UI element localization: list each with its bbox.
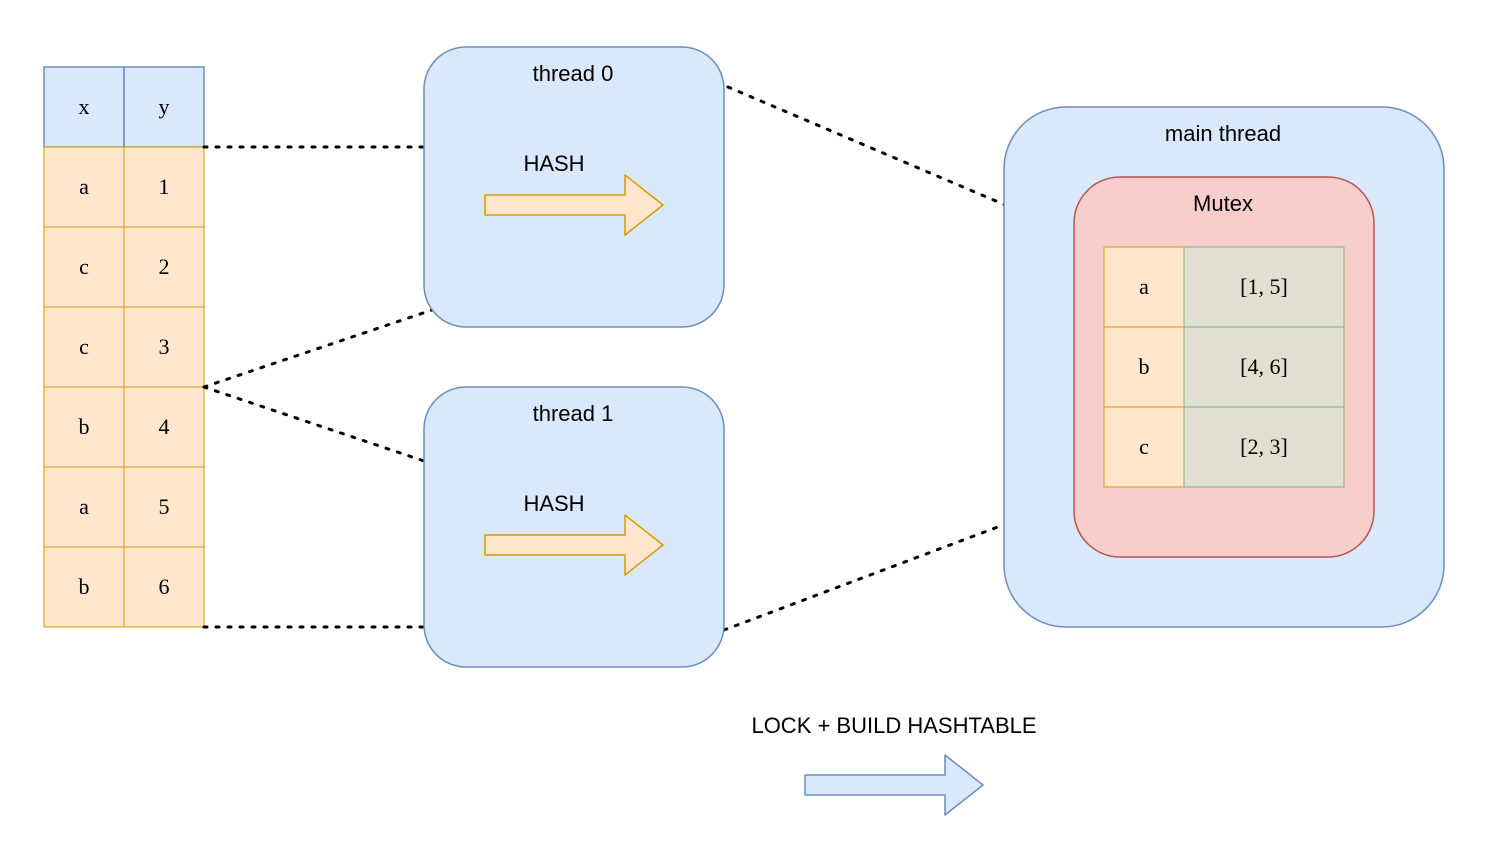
header-cell-y xyxy=(123,66,205,148)
hashtable-value: [4, 6] xyxy=(1240,354,1288,379)
row-x-value: c xyxy=(79,254,89,279)
connector-table-to-thread1-top xyxy=(202,385,438,467)
row-cell xyxy=(123,226,205,308)
row-x-value: a xyxy=(79,174,89,199)
row-cell xyxy=(43,146,125,228)
row-cell xyxy=(43,546,125,628)
hashtable-value: [2, 3] xyxy=(1240,434,1288,459)
row-cell xyxy=(123,466,205,548)
row-cell xyxy=(123,386,205,468)
hashtable-value-cell xyxy=(1183,406,1345,488)
main-thread-box: main thread Mutex a [1, 5] b [4, 6] c [2… xyxy=(1003,106,1445,628)
row-x-value: c xyxy=(79,334,89,359)
row-cell xyxy=(123,546,205,628)
row-cell xyxy=(123,306,205,388)
row-x-value: b xyxy=(79,574,90,599)
thread-0-action: HASH xyxy=(523,151,584,176)
thread-1-title: thread 1 xyxy=(533,401,614,426)
connector-thread0-to-hashtable xyxy=(726,85,1106,249)
hashtable-key: b xyxy=(1139,354,1150,379)
thread-1-box: thread 1 HASH xyxy=(423,386,725,668)
row-y-value: 1 xyxy=(159,174,170,199)
hashtable-key: c xyxy=(1139,434,1149,459)
row-cell xyxy=(43,226,125,308)
thread-1-container xyxy=(423,386,725,668)
header-y-label: y xyxy=(159,94,170,119)
thread-1-action: HASH xyxy=(523,491,584,516)
header-cell-x xyxy=(43,66,125,148)
arrow-right-icon xyxy=(484,514,664,576)
hashtable: a [1, 5] b [4, 6] c [2, 3] xyxy=(1103,246,1345,488)
row-y-value: 3 xyxy=(159,334,170,359)
hashtable-key-cell xyxy=(1103,246,1185,328)
main-thread-title: main thread xyxy=(1165,121,1281,146)
row-x-value: b xyxy=(79,414,90,439)
thread-0-container xyxy=(423,46,725,328)
row-y-value: 2 xyxy=(159,254,170,279)
hashtable-key-cell xyxy=(1103,406,1185,488)
hashtable-key-cell xyxy=(1103,326,1185,408)
header-x-label: x xyxy=(79,94,90,119)
thread-0-box: thread 0 HASH xyxy=(423,46,725,328)
hashtable-value-cell xyxy=(1183,246,1345,328)
arrow-right-icon xyxy=(484,174,664,236)
thread-0-title: thread 0 xyxy=(533,61,614,86)
mutex-title: Mutex xyxy=(1193,191,1253,216)
arrow-right-icon xyxy=(804,754,984,816)
hashtable-value-cell xyxy=(1183,326,1345,408)
row-x-value: a xyxy=(79,494,89,519)
row-cell xyxy=(123,146,205,228)
row-y-value: 5 xyxy=(159,494,170,519)
source-table: x y a 1 c 2 c 3 b 4 a 5 b 6 xyxy=(43,66,205,628)
lock-build-label: LOCK + BUILD HASHTABLE xyxy=(751,713,1036,738)
hashtable-key: a xyxy=(1139,274,1149,299)
hashtable-value: [1, 5] xyxy=(1240,274,1288,299)
connector-table-to-thread0-bottom xyxy=(202,308,434,389)
row-y-value: 6 xyxy=(159,574,170,599)
row-y-value: 4 xyxy=(159,414,170,439)
